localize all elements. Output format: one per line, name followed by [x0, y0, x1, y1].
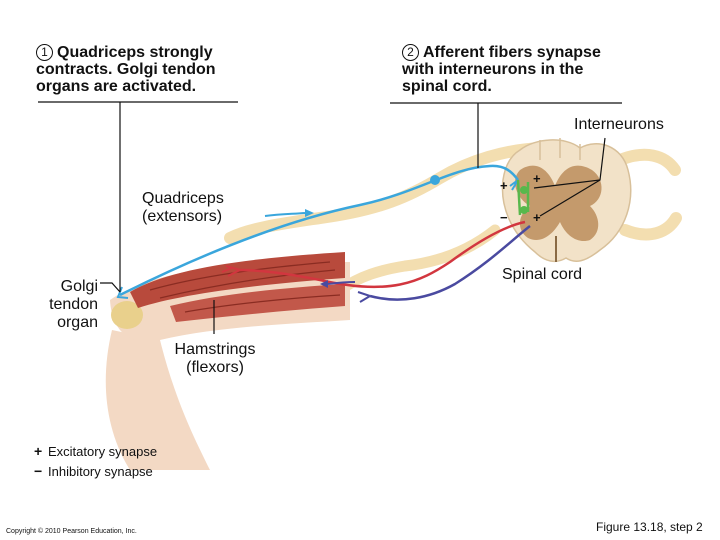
afferent-fiber [119, 164, 519, 297]
spinal-cord-label: Spinal cord [502, 266, 583, 283]
legend: +Excitatory synapse −Inhibitory synapse [34, 443, 158, 480]
step-1-number: 1 [36, 44, 53, 61]
efferent-arrow [327, 281, 356, 285]
sign-top-right: + [533, 171, 541, 186]
sign-bottom-left: − [500, 210, 508, 225]
interneurons-label: Interneurons [574, 116, 664, 133]
sign-top-left: + [500, 178, 508, 193]
afferent-arrow [264, 212, 306, 217]
nerve-bundle-lower [334, 224, 501, 296]
step-2-number: 2 [402, 44, 419, 61]
motor-neuron-quadriceps [239, 220, 526, 289]
nerve-bundle-upper [224, 142, 546, 244]
golgi-tendon-organ-label: Golgi tendon organ [49, 278, 98, 331]
legend-inhibitory: −Inhibitory synapse [34, 463, 153, 480]
hamstrings-label: Hamstrings (flexors) [174, 341, 256, 376]
leader-lines [38, 101, 622, 334]
knee-cap [111, 301, 143, 329]
copyright: Copyright © 2010 Pearson Education, Inc. [6, 528, 137, 535]
sign-bottom-right: + [533, 210, 541, 225]
quadriceps-label: Quadriceps (extensors) [142, 190, 224, 225]
motor-neuron-hamstrings [369, 225, 531, 301]
nerve-right [614, 148, 682, 241]
shin [105, 330, 210, 470]
figure-caption: Figure 13.18, step 2 [596, 520, 703, 534]
interneuron-pathway [516, 179, 530, 216]
legend-excitatory: +Excitatory synapse [34, 443, 158, 460]
